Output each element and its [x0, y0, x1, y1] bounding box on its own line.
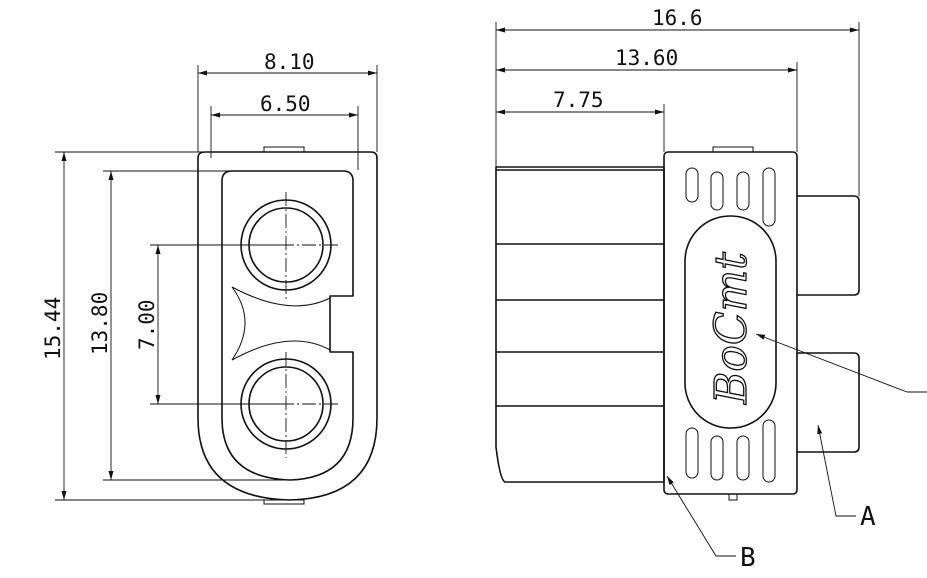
side-right-pin-bottom [796, 352, 860, 453]
dim-side-housing-length: 7.75 [553, 88, 604, 112]
slot-icon [685, 167, 776, 227]
dim-side-body-length: 13.60 [615, 46, 678, 70]
front-top-nub [263, 146, 305, 153]
front-view [197, 146, 378, 505]
dim-front-total-width: 8.10 [264, 50, 315, 74]
dim-front-inner-height: 13.80 [88, 292, 112, 355]
side-view: BoCmt [495, 146, 860, 501]
front-center-web [231, 286, 331, 361]
callout-b-label: B [740, 543, 756, 573]
front-bottom-nub [263, 499, 305, 505]
dim-front-inner-width: 6.50 [260, 92, 311, 116]
side-right-pin-top [796, 195, 860, 296]
front-dimensions [55, 65, 378, 501]
slot-icon [685, 419, 776, 483]
callout-a-label: A [860, 502, 876, 532]
dim-side-total-length: 16.6 [652, 6, 703, 30]
brand-logo-text: BoCmt [706, 252, 757, 405]
side-left-housing [495, 166, 665, 483]
dim-pin-pitch: 7.00 [135, 299, 159, 350]
dim-front-total-height: 15.44 [41, 297, 65, 360]
front-outer-body [197, 151, 378, 501]
side-dimensions [495, 22, 860, 196]
front-inner-cavity [221, 170, 354, 481]
brand-logo-window [684, 215, 777, 429]
callout-leaders [666, 333, 927, 557]
